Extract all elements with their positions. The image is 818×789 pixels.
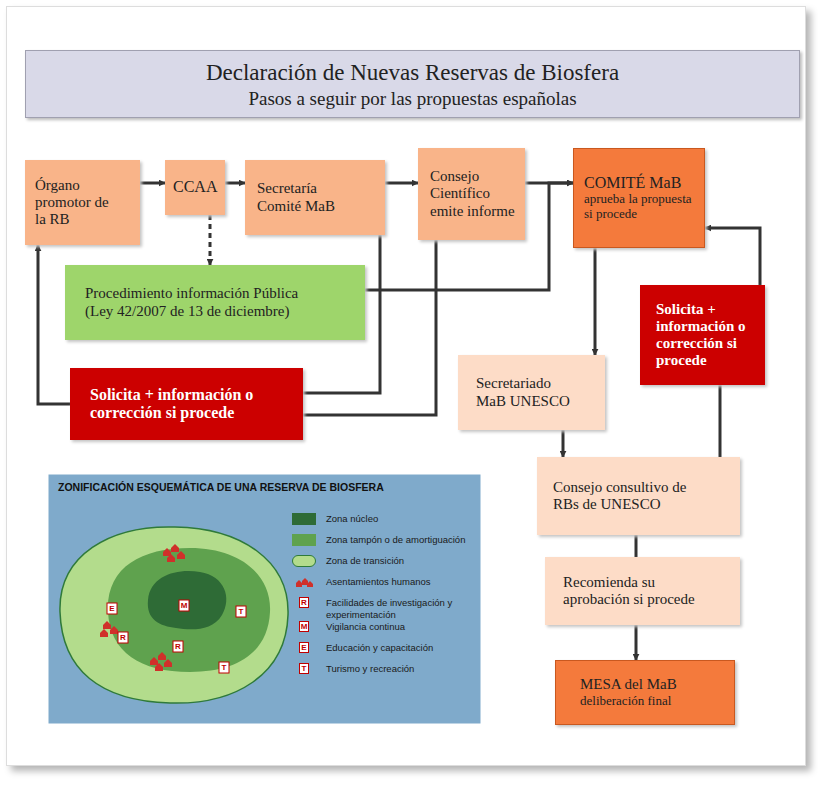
facility-icon: R	[299, 597, 309, 608]
legend-row: Zona tampón o de amortiguación	[292, 534, 478, 555]
connector	[594, 248, 597, 355]
process-box: Procedimiento información Pública (Ley 4…	[65, 265, 365, 340]
box-text: CCAA	[173, 178, 219, 196]
process-box: Consejo Científico emite informe	[418, 148, 525, 240]
icon-letter: R	[301, 598, 307, 607]
process-box: Secretaría Comité MaB	[245, 160, 385, 235]
connector	[562, 430, 565, 457]
facility-icon: E	[299, 642, 309, 653]
connector	[140, 182, 165, 185]
legend-swatch	[292, 513, 316, 525]
icon-letter: E	[301, 643, 306, 652]
box-text: deliberación final	[580, 694, 724, 709]
process-box: Órgano promotor de la RB	[25, 160, 140, 245]
connector	[635, 535, 638, 557]
connector	[385, 182, 418, 185]
process-box: Recomienda su aprobación si procede	[545, 557, 740, 625]
icon-letter: T	[302, 664, 307, 673]
legend-swatch	[292, 534, 316, 546]
facility-icon: M	[299, 621, 309, 632]
legend-row: R Facilidades de investigación y experime…	[292, 597, 478, 621]
box-text: MESA del MaB	[580, 676, 724, 693]
connector	[705, 228, 760, 285]
connector	[635, 625, 638, 660]
process-box: COMITÉ MaBaprueba la propuesta si proced…	[573, 148, 705, 248]
process-box: MESA del MaBdeliberación final	[555, 660, 735, 725]
legend-row: Zona de transición	[292, 555, 478, 576]
legend-swatch	[292, 555, 316, 567]
legend-text: Zona tampón o de amortiguación	[326, 534, 474, 546]
icon-letter: E	[107, 603, 117, 614]
icon-letter: M	[301, 622, 308, 631]
connector	[225, 182, 245, 185]
legend-text: Vigilancia continua	[326, 621, 474, 633]
box-text: Secretariado MaB UNESCO	[476, 375, 575, 410]
box-text: Solicita + información o corrección si p…	[90, 386, 273, 423]
icon-letter: R	[118, 632, 128, 643]
box-text: Consejo consultivo de RBs de UNESCO	[553, 479, 710, 514]
box-text: Secretaría Comité MaB	[257, 180, 345, 215]
legend-text: Zona de transición	[326, 555, 474, 567]
connector	[209, 215, 212, 265]
title-banner: Declaración de Nuevas Reservas de Biosfe…	[25, 50, 800, 118]
box-text: Órgano promotor de la RB	[35, 177, 112, 229]
process-box: Secretariado MaB UNESCO	[458, 355, 605, 430]
box-text: Procedimiento información Pública (Ley 4…	[85, 285, 320, 320]
legend-row: E Educación y capacitación	[292, 642, 478, 663]
feedback-box: Solicita + información o corrección si p…	[640, 285, 765, 385]
box-text: Consejo Científico emite informe	[430, 168, 517, 220]
title: Declaración de Nuevas Reservas de Biosfe…	[26, 60, 799, 86]
map-title: ZONIFICACIÓN ESQUEMÁTICA DE UNA RESERVA …	[58, 481, 384, 493]
process-box: Consejo consultivo de RBs de UNESCO	[537, 457, 740, 535]
process-box: CCAA	[165, 160, 225, 215]
legend-text: Facilidades de investigación y experimen…	[326, 597, 474, 621]
legend-text: Educación y capacitación	[326, 642, 474, 654]
legend-row: T Turismo y recreación	[292, 663, 478, 684]
legend-text: Zona núcleo	[326, 513, 474, 525]
icon-letter: T	[219, 662, 229, 673]
legend-row: Zona núcleo	[292, 513, 478, 534]
box-text: Recomienda su aprobación si procede	[563, 574, 720, 609]
house-icon	[292, 576, 316, 588]
icon-letter: T	[236, 606, 246, 617]
legend-text: Turismo y recreación	[326, 663, 474, 675]
feedback-box: Solicita + información o corrección si p…	[70, 368, 303, 440]
box-text: aprueba la propuesta si procede	[584, 192, 696, 222]
box-text: Solicita + información o corrección si p…	[656, 301, 757, 370]
facility-icon: T	[299, 663, 309, 674]
legend-row: Asentamientos humanos	[292, 576, 478, 597]
map-legend: Zona núcleoZona tampón o de amortiguació…	[292, 513, 478, 684]
box-text: COMITÉ MaB	[584, 174, 696, 192]
subtitle: Pasos a seguir por las propuestas españo…	[26, 88, 799, 110]
icon-letter: M	[179, 600, 189, 611]
legend-row: M Vigilancia continua	[292, 621, 478, 642]
legend-text: Asentamientos humanos	[326, 576, 474, 588]
icon-letter: R	[173, 641, 183, 652]
connector	[719, 385, 722, 457]
